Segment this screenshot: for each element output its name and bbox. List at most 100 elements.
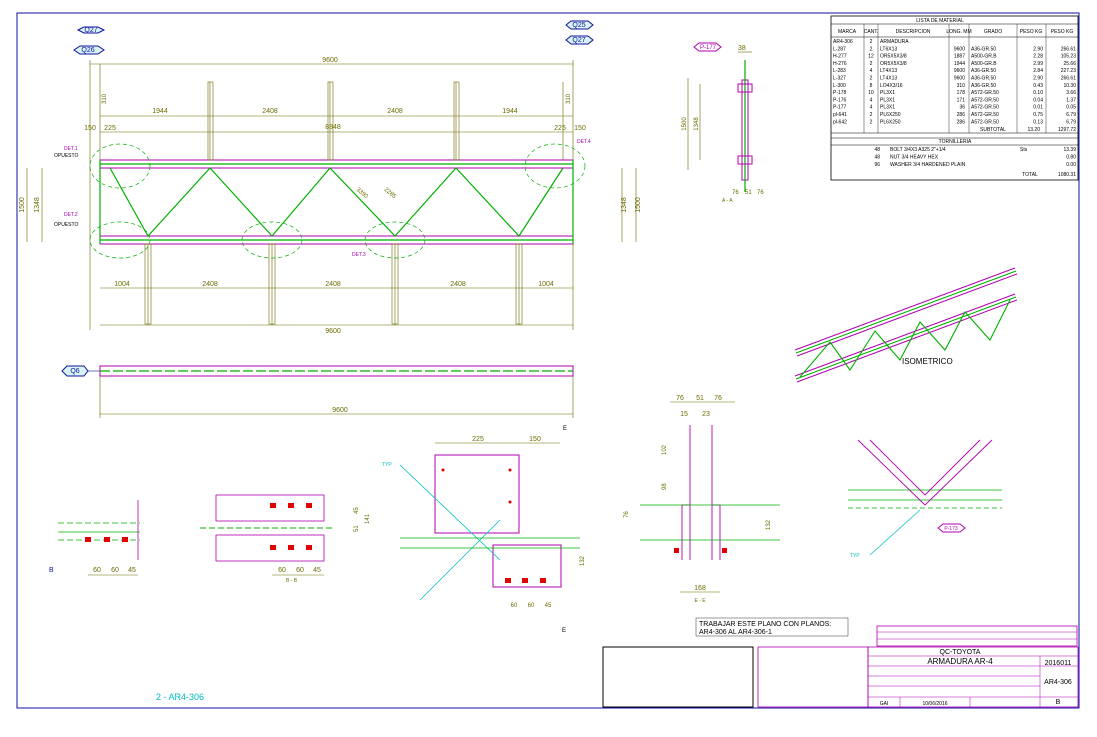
- note-line: AR4-306 AL AR4-306-1: [699, 629, 772, 636]
- bolt-cell: 0.00: [1066, 162, 1076, 168]
- material-cell: 2.99: [1033, 61, 1043, 67]
- material-cell: OR5X5X3/8: [880, 54, 907, 60]
- detail-c-dim: 60: [278, 567, 286, 574]
- detail-e-dim: 102: [662, 444, 668, 455]
- section-dim: 76: [757, 190, 764, 196]
- detail-f: P-173 TYP: [848, 439, 1002, 559]
- material-cell: LT6X13: [880, 46, 897, 52]
- detail-c-dim: 60: [296, 567, 304, 574]
- opposite-label: OPUESTO: [54, 153, 78, 159]
- material-cell: 2.84: [1033, 68, 1043, 74]
- bolt-cell: Sts: [1020, 147, 1028, 153]
- material-cell: P-178: [833, 90, 847, 96]
- end-dim-vertical: 310: [102, 93, 108, 104]
- material-cell: 310: [957, 83, 966, 89]
- material-cell: 4: [870, 68, 873, 74]
- detail-b-dim: 60: [93, 567, 101, 574]
- detail-b-dim: 60: [111, 567, 119, 574]
- col-header: CANT.: [864, 29, 878, 35]
- material-cell: A572-GR.50: [971, 119, 999, 125]
- material-cell: 2: [870, 119, 873, 125]
- end-dim: 150: [574, 125, 586, 132]
- plan-grid-mark: Q6: [70, 368, 79, 375]
- detail-d-dim: 132: [580, 555, 586, 566]
- material-cell: PL6X250: [880, 119, 901, 125]
- material-cell: PL3X1: [880, 105, 895, 111]
- detail-c-dim: 141: [365, 513, 371, 524]
- total-label: TOTAL: [1022, 172, 1038, 178]
- overall-length-dim: 9600: [322, 57, 338, 64]
- detail-e-dim: 76: [624, 511, 630, 518]
- material-cell: 6.79: [1066, 112, 1076, 118]
- bolt-cell: 48: [874, 147, 880, 153]
- material-cell: 8: [870, 83, 873, 89]
- detail-d-dim: 60: [528, 603, 535, 609]
- material-cell: PL6X250: [880, 112, 901, 118]
- material-cell: 0.13: [1033, 119, 1043, 125]
- detail-d-dim: 225: [472, 436, 484, 443]
- truss-elevation: Q27 Q26 Q25 Q27: [19, 20, 642, 418]
- total-value: 1080.31: [1058, 172, 1076, 178]
- revision: B: [1056, 699, 1061, 706]
- material-cell: 0.43: [1033, 83, 1043, 89]
- section-dim: 51: [745, 190, 752, 196]
- detail-e-dim: 132: [766, 519, 772, 530]
- material-cell: 286: [957, 112, 966, 118]
- left-height-dim: 1348: [34, 197, 41, 213]
- material-cell: 0.01: [1033, 105, 1043, 111]
- grid-mark-label: Q25: [572, 22, 585, 29]
- general-note: TRABAJAR ESTE PLANO CON PLANOS: AR4-306 …: [695, 617, 849, 637]
- material-cell: 9600: [954, 68, 965, 74]
- detail-b-dim: 45: [128, 567, 136, 574]
- material-cell: L-300: [833, 83, 846, 89]
- material-cell: ARMADURA: [880, 39, 909, 45]
- col-header: DESCRIPCION: [896, 29, 931, 35]
- diagonal-dim: 3390: [355, 187, 370, 201]
- material-cell: LO4X3/16: [880, 83, 903, 89]
- end-dim: 225: [554, 125, 566, 132]
- material-cell: 1887: [954, 54, 965, 60]
- material-cell: 0.75: [1033, 112, 1043, 118]
- material-cell: AR4-306: [833, 39, 853, 45]
- top-dim: 1944: [502, 108, 518, 115]
- bolt-cell: 0.80: [1066, 155, 1076, 161]
- material-cell: 36: [959, 105, 965, 111]
- material-list-title: LISTA DE MATERIAL: [916, 18, 964, 24]
- top-dim: 2408: [262, 108, 278, 115]
- end-dim: 150: [84, 125, 96, 132]
- material-cell: H-277: [833, 54, 847, 60]
- top-dim: 1944: [152, 108, 168, 115]
- material-cell: LT4X13: [880, 68, 897, 74]
- subtotal-a: 13.20: [1027, 127, 1040, 133]
- material-cell: A572-GR.50: [971, 105, 999, 111]
- material-cell: 266.61: [1061, 76, 1077, 82]
- detail-label: DET.3: [352, 252, 366, 258]
- end-dim: 225: [104, 125, 116, 132]
- detail-c-dim: 51: [354, 525, 360, 532]
- material-cell: 2.28: [1033, 54, 1043, 60]
- drawn-by: GAI: [880, 701, 889, 707]
- material-cell: A500-GR.B: [971, 61, 997, 67]
- material-cell: OR5X5X3/8: [880, 61, 907, 67]
- material-cell: 12: [868, 54, 874, 60]
- material-cell: A572-GR.50: [971, 112, 999, 118]
- typ-label: TYP: [850, 553, 860, 559]
- detail-e-dim: 76: [676, 395, 684, 402]
- material-cell: A36-GR.50: [971, 83, 996, 89]
- typ-label: TYP: [382, 462, 392, 468]
- material-cell: 171: [957, 97, 966, 103]
- material-cell: L-287: [833, 46, 846, 52]
- section-dim: 1348: [694, 117, 700, 131]
- section-name: A - A: [722, 198, 733, 204]
- section-dim: 38: [738, 45, 746, 52]
- detail-c: 60 60 45 45 51 141 B - B: [200, 494, 371, 584]
- bottom-dim: 2408: [325, 281, 341, 288]
- material-cell: 0.10: [1033, 90, 1043, 96]
- section-dim: 1500: [682, 117, 688, 131]
- detail-b-name: B: [49, 567, 54, 574]
- title-block: QC-TOYOTA ARMADURA AR-4 2016011 AR4-306 …: [602, 625, 1079, 708]
- sheet-label: 2 - AR4-306: [156, 692, 204, 702]
- grid-mark-label: Q27: [84, 27, 97, 34]
